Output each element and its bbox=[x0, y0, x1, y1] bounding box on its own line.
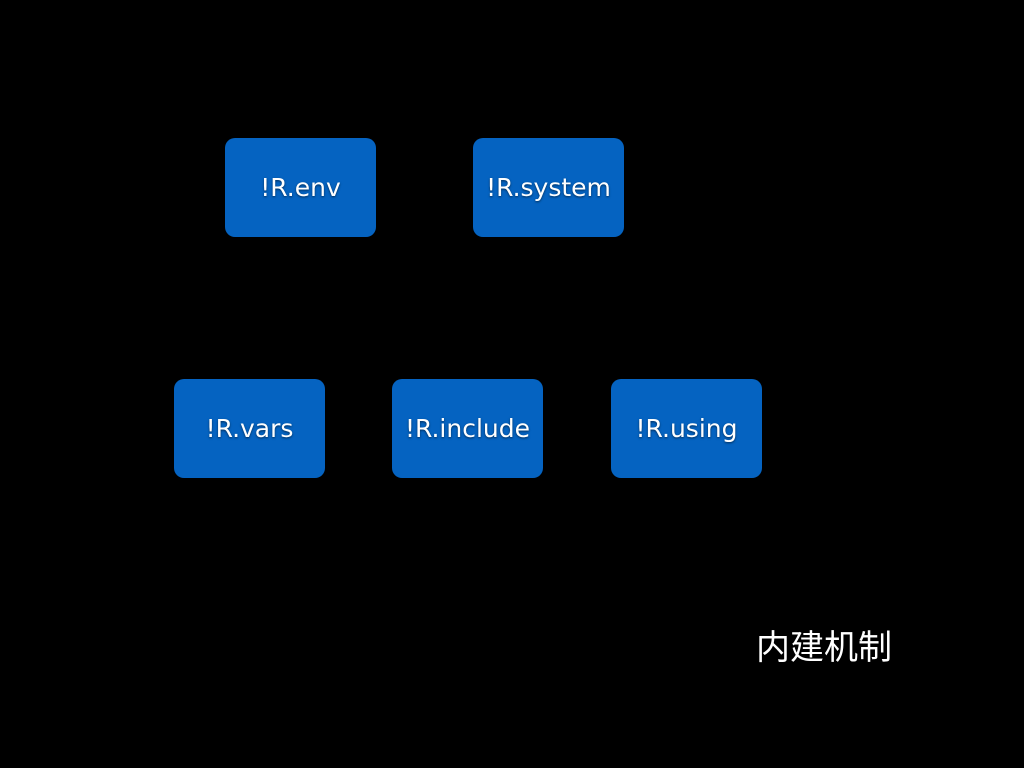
node-label: !R.using bbox=[635, 414, 738, 443]
node-label: !R.system bbox=[486, 173, 611, 202]
node-r-env: !R.env bbox=[225, 138, 376, 237]
slide-caption: 内建机制 bbox=[756, 628, 892, 668]
node-label: !R.vars bbox=[205, 414, 294, 443]
node-label: !R.env bbox=[260, 173, 341, 202]
node-r-include: !R.include bbox=[392, 379, 543, 478]
node-r-vars: !R.vars bbox=[174, 379, 325, 478]
node-label: !R.include bbox=[404, 414, 531, 443]
node-r-using: !R.using bbox=[611, 379, 762, 478]
node-r-system: !R.system bbox=[473, 138, 624, 237]
